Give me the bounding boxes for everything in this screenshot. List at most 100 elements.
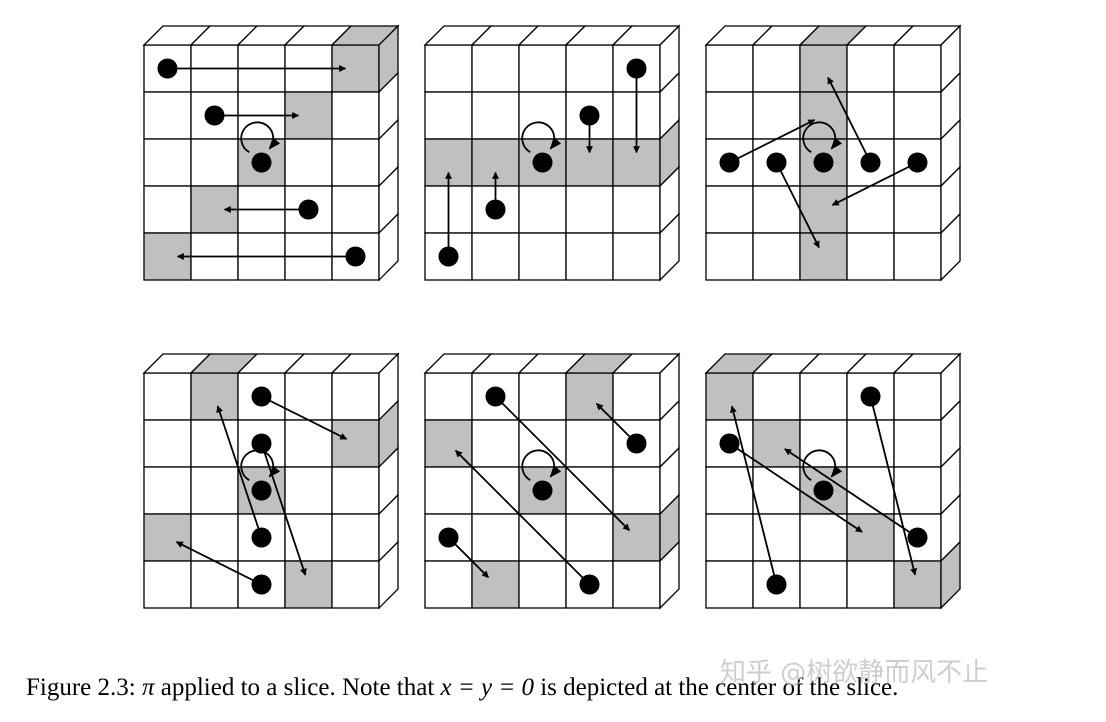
lane-dot [766, 152, 787, 173]
grid-cell [799, 372, 848, 421]
grid-cell [846, 560, 895, 609]
grid-cell [190, 372, 239, 421]
center-lane-dot [251, 480, 272, 501]
grid-cell [471, 44, 520, 93]
grid-cell [143, 138, 192, 187]
grid-cell [143, 372, 192, 421]
grid-cell [331, 138, 380, 187]
grid-cell [752, 185, 801, 234]
lane-dot [719, 152, 740, 173]
grid-cell [705, 91, 754, 140]
grid-cell [190, 466, 239, 515]
lane-move-arrow [831, 161, 918, 206]
grid-cell [612, 560, 661, 609]
grid-cell [518, 560, 567, 609]
grid-cell [284, 419, 333, 468]
rotation-icon [802, 121, 843, 153]
lane-move-arrow [216, 405, 263, 538]
lane-move-arrow [175, 541, 262, 586]
lane-dot [251, 433, 272, 454]
grid-cell [143, 513, 192, 562]
grid-cell [799, 185, 848, 234]
grid-cell [284, 372, 333, 421]
caption-middle: applied to a slice. Note that [154, 674, 441, 701]
grid-cell [846, 91, 895, 140]
grid-cell [893, 185, 942, 234]
rotation-icon [521, 121, 562, 153]
grid-cell [331, 372, 380, 421]
panel-5 [423, 352, 681, 610]
grid-cell [705, 372, 754, 421]
grid-cell [893, 44, 942, 93]
grid-cell [471, 513, 520, 562]
lane-move-arrow [494, 395, 631, 532]
grid-cell [799, 44, 848, 93]
grid-cell [799, 560, 848, 609]
grid-cell [518, 91, 567, 140]
grid-cell [331, 560, 380, 609]
rotation-icon [240, 121, 281, 153]
center-lane-dot [532, 480, 553, 501]
center-lane-dot [251, 152, 272, 173]
grid-cell [752, 44, 801, 93]
lane-dot [204, 105, 225, 126]
grid-cell [284, 466, 333, 515]
grid-cell [705, 560, 754, 609]
grid-cell [190, 185, 239, 234]
caption-equation: x = y = 0 [440, 674, 534, 701]
grid-cell [752, 419, 801, 468]
grid-cell [612, 466, 661, 515]
grid-cell [893, 372, 942, 421]
panel-1 [142, 24, 400, 282]
lane-dot [907, 527, 928, 548]
grid-cell [565, 232, 614, 281]
grid-cell [705, 466, 754, 515]
lane-move-arrow [730, 405, 778, 585]
grid-cell [846, 232, 895, 281]
rotation-icon [802, 449, 843, 481]
lane-dot [438, 246, 459, 267]
panel-2 [423, 24, 681, 282]
lane-dot [345, 246, 366, 267]
grid-cell [565, 419, 614, 468]
grid-cell [565, 185, 614, 234]
grid-cell [799, 419, 848, 468]
lane-dot [157, 58, 178, 79]
grid-cell [612, 232, 661, 281]
grid-cell [143, 419, 192, 468]
grid-cell [518, 44, 567, 93]
grid-cell [752, 372, 801, 421]
grid-cell [424, 91, 473, 140]
grid-cell [331, 419, 380, 468]
lane-dot [766, 574, 787, 595]
lane-move-arrow [454, 449, 591, 586]
panel-6 [704, 352, 962, 610]
lane-dot [251, 527, 272, 548]
lane-dot [860, 152, 881, 173]
lane-move-arrow [784, 448, 918, 539]
side-face-cell [659, 212, 680, 282]
grid-cell [893, 466, 942, 515]
center-lane-dot [813, 480, 834, 501]
panels-group [142, 24, 962, 610]
grid-cell [471, 91, 520, 140]
lane-move-arrow [869, 396, 917, 576]
grid-cell [612, 185, 661, 234]
lane-dot [860, 386, 881, 407]
grid-cell [190, 560, 239, 609]
grid-cell [331, 513, 380, 562]
grid-cell [565, 513, 614, 562]
rotation-icon [521, 449, 562, 481]
grid-cell [518, 185, 567, 234]
grid-cell [331, 466, 380, 515]
grid-cell [143, 560, 192, 609]
grid-cell [471, 232, 520, 281]
grid-cell [705, 513, 754, 562]
grid-cell [331, 185, 380, 234]
lane-dot [251, 386, 272, 407]
lane-move-arrow [260, 443, 307, 576]
side-face-cell [378, 540, 399, 610]
lane-dot [438, 527, 459, 548]
center-lane-dot [813, 152, 834, 173]
grid-cell [799, 91, 848, 140]
